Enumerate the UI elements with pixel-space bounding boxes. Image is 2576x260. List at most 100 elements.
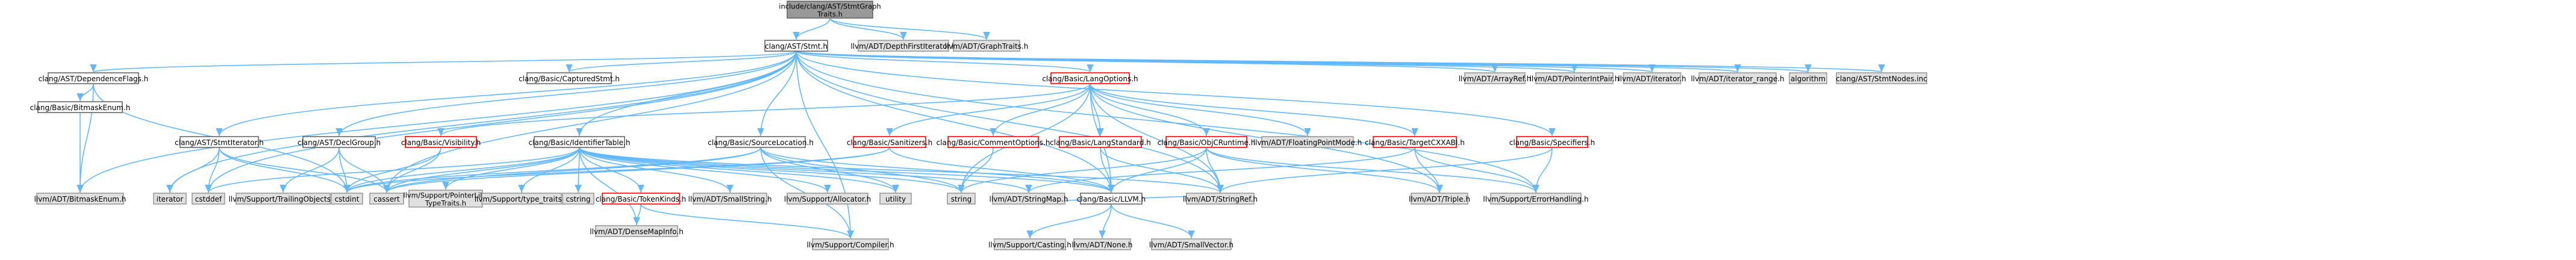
- edge-depflags-to-llvmbmenum: [76, 83, 94, 193]
- node-densemapinfo[interactable]: llvm/ADT/DenseMapInfo.h: [590, 225, 684, 237]
- node-label-string: string: [951, 195, 971, 203]
- edge-stmt-to-basicllvm: [796, 51, 1115, 193]
- node-label-depflags: clang/AST/DependenceFlags.h: [39, 75, 148, 83]
- node-string[interactable]: string: [947, 193, 976, 205]
- node-label-none: llvm/ADT/None.h: [1071, 241, 1132, 249]
- node-gtr[interactable]: llvm/ADT/GraphTraits.h: [945, 40, 1029, 52]
- node-basicllvm[interactable]: clang/Basic/LLVM.h: [1077, 193, 1146, 205]
- node-casting[interactable]: llvm/Support/Casting.h: [988, 238, 1071, 250]
- node-label-langstd: clang/Basic/LangStandard.h: [1050, 138, 1151, 147]
- node-iteratorh[interactable]: llvm/ADT/iterator.h: [1618, 72, 1686, 84]
- node-typetraits[interactable]: llvm/Support/type_traits.h: [475, 193, 569, 205]
- node-box-ptrlike: [408, 190, 483, 208]
- edge-idtable-to-allocator: [579, 147, 831, 193]
- node-label-root: include/clang/AST/StmtGraph: [779, 2, 881, 11]
- edge-stmt-to-idtable: [576, 51, 797, 137]
- node-smallvector[interactable]: llvm/ADT/SmallVector.h: [1149, 238, 1233, 250]
- node-depflags[interactable]: clang/AST/DependenceFlags.h: [39, 72, 148, 84]
- node-visibility[interactable]: clang/Basic/Visibility.h: [401, 136, 481, 148]
- edge-declgroup-to-trailobj: [279, 147, 340, 193]
- node-label-smallstring: llvm/ADT/SmallString.h: [688, 195, 772, 203]
- node-box-algorithm: [1789, 72, 1827, 84]
- edge-basicllvm-to-smallvector: [1111, 203, 1195, 239]
- node-box-cstdint: [331, 193, 363, 205]
- node-box-stmt: [764, 40, 828, 52]
- node-iterrange[interactable]: llvm/ADT/iterator_range.h: [1691, 72, 1785, 84]
- edge-srcloc-to-basicllvm: [760, 147, 1115, 193]
- node-label-algorithm: algorithm: [1791, 75, 1826, 83]
- node-box-gtr: [953, 40, 1020, 52]
- node-bmenum[interactable]: clang/Basic/BitmaskEnum.h: [30, 101, 131, 113]
- node-label-stringref: llvm/ADT/StringRef.h: [1183, 195, 1258, 203]
- edge-srcloc-to-utility: [760, 147, 899, 193]
- node-label-commentopts: clang/Basic/CommentOptions.h: [937, 138, 1050, 147]
- node-allocator[interactable]: llvm/Support/Allocator.h: [784, 193, 871, 205]
- node-stmt[interactable]: clang/AST/Stmt.h: [764, 40, 828, 52]
- node-stmtnodes[interactable]: clang/AST/StmtNodes.inc: [1836, 72, 1927, 84]
- node-label-trailobj: llvm/Support/TrailingObjects.h: [229, 195, 338, 203]
- node-none[interactable]: llvm/ADT/None.h: [1071, 238, 1133, 250]
- node-box-capstmt: [526, 72, 612, 84]
- node-objcrt[interactable]: clang/Basic/ObjCRuntime.h: [1158, 136, 1256, 148]
- node-declgroup[interactable]: clang/AST/DeclGroup.h: [298, 136, 381, 148]
- edge-root-to-gtr: [829, 17, 990, 40]
- edge-basicllvm-to-none: [1099, 203, 1112, 239]
- node-floatmode[interactable]: llvm/ADT/FloatingPointMode.h: [1253, 136, 1362, 148]
- node-label-cstddef: cstddef: [195, 195, 222, 203]
- node-stmtiter[interactable]: clang/AST/StmtIterator.h: [175, 136, 264, 148]
- node-targetcxx[interactable]: clang/Basic/TargetCXXABI.h: [1365, 136, 1465, 148]
- node-utility[interactable]: utility: [879, 193, 912, 205]
- node-commentopts[interactable]: clang/Basic/CommentOptions.h: [937, 136, 1050, 148]
- node-label-srcloc: clang/Basic/SourceLocation.h: [708, 138, 814, 147]
- node-smallstring[interactable]: llvm/ADT/SmallString.h: [688, 193, 772, 205]
- node-algorithm[interactable]: algorithm: [1789, 72, 1827, 84]
- edge-langopts-to-targetcxx: [1090, 83, 1418, 137]
- node-label-smallvector: llvm/ADT/SmallVector.h: [1149, 241, 1233, 249]
- node-tokenkinds[interactable]: clang/Basic/TokenKinds.h: [596, 193, 687, 205]
- node-arrayref[interactable]: llvm/ADT/ArrayRef.h: [1459, 72, 1532, 84]
- node-dfi[interactable]: llvm/ADT/DepthFirstIterator.h: [850, 40, 956, 52]
- node-specifiers[interactable]: clang/Basic/Specifiers.h: [1509, 136, 1595, 148]
- edge-langopts-to-commentopts: [990, 83, 1091, 137]
- node-box-stmtiter: [179, 136, 259, 148]
- node-cstring[interactable]: cstring: [562, 193, 594, 205]
- node-llvmbmenum[interactable]: llvm/ADT/BitmaskEnum.h: [34, 193, 126, 205]
- node-srcloc[interactable]: clang/Basic/SourceLocation.h: [708, 136, 814, 148]
- node-idtable[interactable]: clang/Basic/IdentifierTable.h: [529, 136, 631, 148]
- edge-idtable-to-smallstring: [579, 147, 734, 193]
- node-box-errhandling: [1490, 193, 1582, 205]
- node-cassert[interactable]: cassert: [369, 193, 404, 205]
- node-label-allocator: llvm/Support/Allocator.h: [784, 195, 871, 203]
- node-capstmt[interactable]: clang/Basic/CapturedStmt.h: [519, 72, 620, 84]
- node-label-capstmt: clang/Basic/CapturedStmt.h: [519, 75, 620, 83]
- node-sanitizers[interactable]: clang/Basic/Sanitizers.h: [847, 136, 933, 148]
- node-ptrint[interactable]: llvm/ADT/PointerIntPair.h: [1530, 72, 1620, 84]
- node-box-typetraits: [481, 193, 562, 205]
- node-box-none: [1073, 238, 1131, 250]
- edge-stmtiter-to-iterator: [166, 147, 220, 193]
- node-cstdint[interactable]: cstdint: [331, 193, 363, 205]
- node-triple[interactable]: llvm/ADT/Triple.h: [1409, 193, 1470, 205]
- node-box-densemapinfo: [595, 225, 678, 237]
- node-cstddef[interactable]: cstddef: [192, 193, 225, 205]
- node-langstd[interactable]: clang/Basic/LangStandard.h: [1050, 136, 1151, 148]
- node-label-bmenum: clang/Basic/BitmaskEnum.h: [30, 104, 131, 112]
- node-langopts[interactable]: clang/Basic/LangOptions.h: [1042, 72, 1138, 84]
- node-stringref[interactable]: llvm/ADT/StringRef.h: [1183, 193, 1258, 205]
- edge-sanitizers-to-cstdint: [343, 147, 890, 193]
- node-errhandling[interactable]: llvm/Support/ErrorHandling.h: [1483, 193, 1589, 205]
- edge-objcrt-to-string: [958, 147, 1207, 193]
- node-iterator[interactable]: iterator: [153, 193, 187, 205]
- node-stringmap[interactable]: llvm/ADT/StringMap.h: [990, 193, 1068, 205]
- node-trailobj[interactable]: llvm/Support/TrailingObjects.h: [229, 193, 338, 205]
- node-box-langopts: [1050, 72, 1130, 84]
- node-label-triple: llvm/ADT/Triple.h: [1409, 195, 1470, 203]
- node-compiler[interactable]: llvm/Support/Compiler.h: [806, 238, 894, 250]
- node-label-typetraits: llvm/Support/type_traits.h: [475, 195, 569, 203]
- node-box-tokenkinds: [602, 193, 680, 205]
- edge-stmt-to-llvmbmenum: [76, 51, 797, 193]
- node-label-iteratorh: llvm/ADT/iterator.h: [1618, 75, 1686, 83]
